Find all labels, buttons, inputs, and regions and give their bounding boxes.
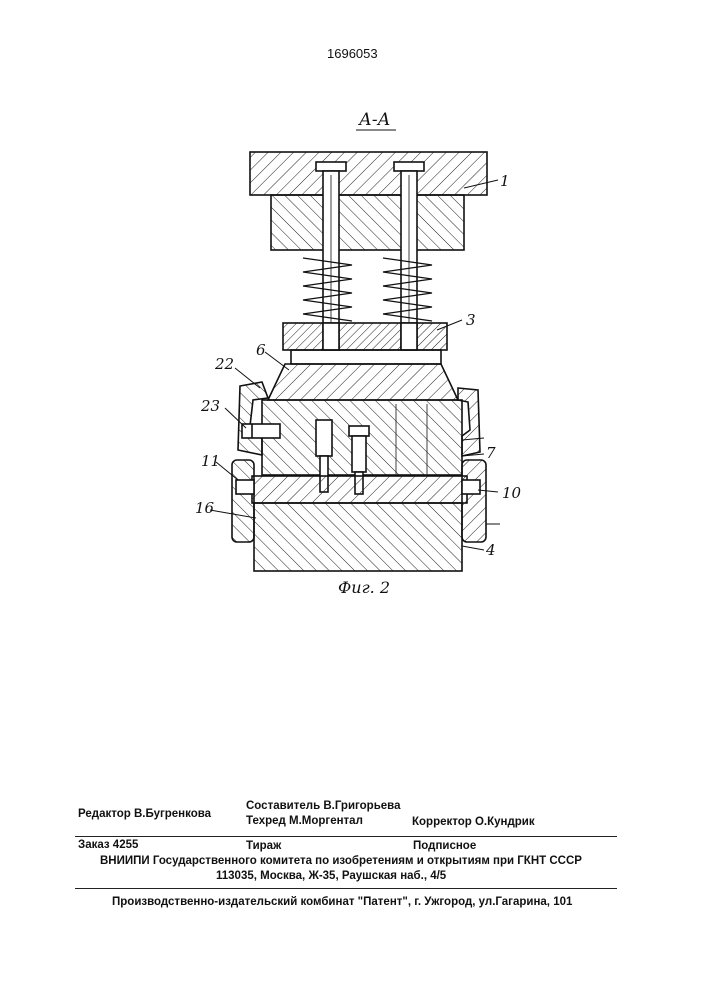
- callout-10: 10: [502, 484, 521, 502]
- section-label: А-А: [359, 110, 391, 130]
- base-4: [254, 503, 462, 571]
- order: Заказ 4255: [78, 839, 138, 851]
- upper-block: [271, 195, 464, 250]
- publisher: Производственно-издательский комбинат "П…: [112, 896, 572, 908]
- institute: ВНИИПИ Государственного комитета по изоб…: [100, 855, 582, 867]
- callout-4: 4: [486, 541, 496, 559]
- plate-3: [283, 323, 447, 350]
- side-block-left: [232, 460, 254, 542]
- callout-22: 22: [215, 355, 234, 373]
- subscription: Подписное: [413, 840, 476, 852]
- address: 113035, Москва, Ж-35, Раушская наб., 4/5: [216, 870, 446, 882]
- divider-bottom: [75, 888, 617, 889]
- callout-1: 1: [500, 172, 510, 190]
- screw-23: [242, 424, 280, 438]
- callout-23: 23: [201, 397, 220, 415]
- corrector: Корректор О.Кундрик: [412, 816, 535, 828]
- plate-10: [252, 476, 467, 503]
- divider-top: [75, 836, 617, 837]
- side-block-right: [462, 460, 486, 542]
- editor: Редактор В.Бугренкова: [78, 808, 211, 820]
- callout-16: 16: [195, 499, 214, 517]
- technical-drawing-figure-2: [0, 0, 707, 600]
- print-run: Тираж: [246, 840, 281, 852]
- callout-3: 3: [466, 311, 476, 329]
- die-6: [268, 364, 458, 400]
- top-plate: [250, 152, 487, 195]
- callout-6: 6: [256, 341, 266, 359]
- callout-7: 7: [486, 444, 496, 462]
- figure-caption: Фиг. 2: [338, 578, 390, 597]
- compiler: Составитель В.Григорьева: [246, 800, 400, 812]
- techred: Техред М.Моргентал: [246, 815, 363, 827]
- callout-11: 11: [201, 452, 220, 470]
